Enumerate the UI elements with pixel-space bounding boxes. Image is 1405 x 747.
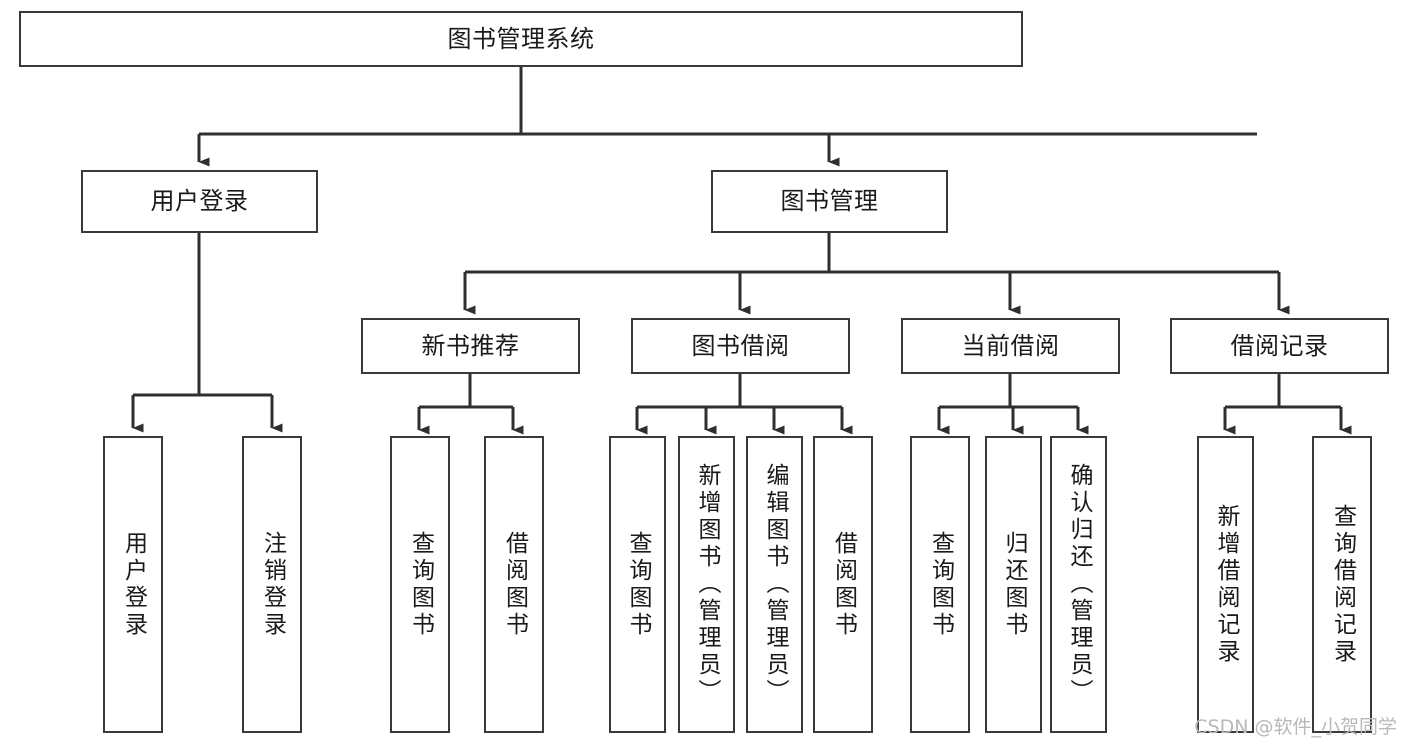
node-label: 用户登录 <box>150 187 249 216</box>
connector-bookborrow-to-leaves <box>635 374 853 435</box>
node-leaf-query-borrow-record[interactable]: 查询借阅记录 <box>1312 436 1372 733</box>
node-leaf-edit-book-admin[interactable]: 编辑图书（管理员） <box>746 436 803 733</box>
node-label: 图书管理 <box>780 187 879 216</box>
node-leaf-query-book-recommend[interactable]: 查询图书 <box>390 436 450 733</box>
node-book-management[interactable]: 图书管理 <box>711 170 948 233</box>
node-book-borrow[interactable]: 图书借阅 <box>631 318 850 374</box>
node-label: 查询借阅记录 <box>1329 503 1356 666</box>
connector-borrowrecord-to-leaves <box>1223 374 1352 435</box>
node-leaf-logout-login[interactable]: 注销登录 <box>242 436 302 733</box>
node-label: 注销登录 <box>259 530 286 639</box>
csdn-watermark: CSDN @软件_小贺同学 <box>1194 716 1397 738</box>
node-leaf-user-login[interactable]: 用户登录 <box>103 436 163 733</box>
node-leaf-add-book-admin[interactable]: 新增图书（管理员） <box>678 436 735 733</box>
node-leaf-borrow-book-recommend[interactable]: 借阅图书 <box>484 436 544 733</box>
connector-newbook-to-leaves <box>417 374 524 435</box>
node-root-system[interactable]: 图书管理系统 <box>19 11 1023 67</box>
node-leaf-confirm-return-admin[interactable]: 确认归还（管理员） <box>1050 436 1107 733</box>
node-label: 新增图书（管理员） <box>694 463 720 706</box>
node-leaf-query-book-current[interactable]: 查询图书 <box>910 436 970 733</box>
node-label: 查询图书 <box>407 530 434 639</box>
node-label: 用户登录 <box>120 530 147 639</box>
node-label: 图书借阅 <box>691 331 790 360</box>
node-leaf-borrow-book[interactable]: 借阅图书 <box>813 436 873 733</box>
node-label: 查询图书 <box>625 530 651 639</box>
node-label: 借阅记录 <box>1230 331 1329 360</box>
node-label: 查询图书 <box>927 530 954 639</box>
node-label: 图书管理系统 <box>447 24 595 53</box>
node-label: 当前借阅 <box>961 331 1060 360</box>
connector-userlogin-to-leaves <box>131 233 283 433</box>
node-borrow-record[interactable]: 借阅记录 <box>1170 318 1389 374</box>
connector-root-to-level2 <box>197 67 1257 167</box>
node-leaf-return-book[interactable]: 归还图书 <box>985 436 1042 733</box>
node-leaf-add-borrow-record[interactable]: 新增借阅记录 <box>1197 436 1254 733</box>
node-label: 借阅图书 <box>830 530 857 639</box>
connector-currentborrow-to-leaves <box>937 374 1089 435</box>
node-label: 新书推荐 <box>421 331 520 360</box>
connector-bookmanagement-to-level3 <box>463 233 1290 315</box>
node-label: 归还图书 <box>1001 530 1027 639</box>
node-label: 确认归还（管理员） <box>1066 463 1092 706</box>
node-current-borrow[interactable]: 当前借阅 <box>901 318 1120 374</box>
node-leaf-query-book-borrow[interactable]: 查询图书 <box>609 436 666 733</box>
node-user-login[interactable]: 用户登录 <box>81 170 318 233</box>
node-new-book-recommend[interactable]: 新书推荐 <box>361 318 580 374</box>
node-label: 新增借阅记录 <box>1213 503 1239 666</box>
node-label: 借阅图书 <box>501 530 528 639</box>
node-label: 编辑图书（管理员） <box>762 463 788 706</box>
